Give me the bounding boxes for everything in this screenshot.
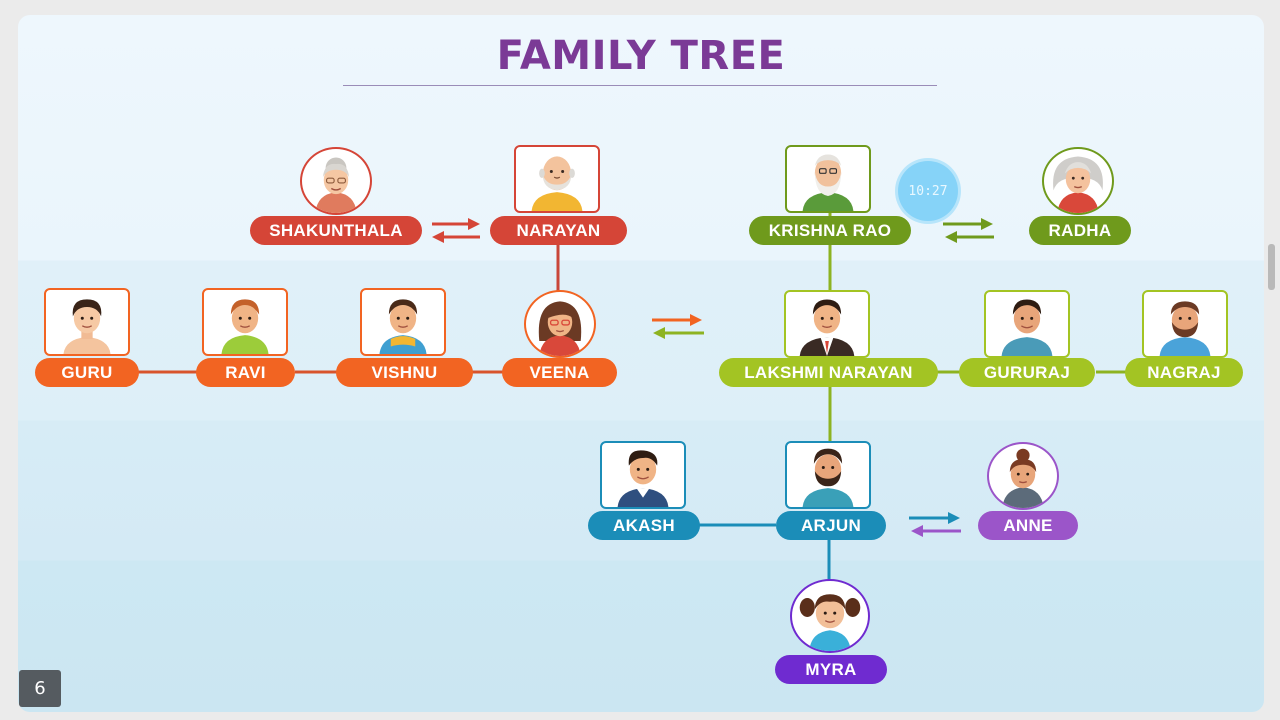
person-name-guru: GURU <box>35 358 139 387</box>
lakshmi-narayan-portrait <box>784 290 870 358</box>
grandmother-avatar-icon <box>315 157 357 213</box>
young-man-avatar-icon <box>617 450 669 507</box>
person-name-ravi: RAVI <box>196 358 295 387</box>
person-name-nagraj: NAGRAJ <box>1125 358 1243 387</box>
bearded-man-avatar-icon <box>802 448 854 507</box>
bald-grandfather-avatar-icon <box>531 156 583 211</box>
anne-portrait <box>987 442 1059 510</box>
radha-portrait <box>1042 147 1114 215</box>
page-number-badge[interactable]: 6 <box>19 670 61 707</box>
veena-portrait <box>524 290 596 358</box>
shakunthala-portrait <box>300 147 372 215</box>
person-name-arjun: ARJUN <box>776 511 886 540</box>
person-name-myra: MYRA <box>775 655 887 684</box>
woman-avatar-icon <box>1002 448 1044 508</box>
ravi-portrait <box>202 288 288 356</box>
person-name-anne: ANNE <box>978 511 1078 540</box>
girl-with-pigtails-avatar-icon <box>799 594 861 651</box>
nagraj-portrait <box>1142 290 1228 358</box>
marriage-arrows-veena-lakshmi <box>652 314 704 339</box>
woman-with-glasses-avatar-icon <box>538 301 582 356</box>
scrollbar-thumb[interactable] <box>1268 244 1275 290</box>
man-avatar-icon <box>63 299 111 354</box>
man-in-suit-avatar-icon <box>799 299 855 356</box>
guru-portrait <box>44 288 130 356</box>
akash-portrait <box>600 441 686 509</box>
person-name-vishnu: VISHNU <box>336 358 473 387</box>
myra-portrait <box>790 579 870 653</box>
tree-connectors <box>136 213 1126 580</box>
man-avatar-icon <box>221 299 269 354</box>
bearded-man-avatar-icon <box>1159 301 1211 356</box>
person-name-radha: RADHA <box>1029 216 1131 245</box>
family-tree-slide: FAMILY TREE <box>18 15 1264 712</box>
clock-badge: 10:27 <box>898 161 958 221</box>
vishnu-portrait <box>360 288 446 356</box>
marriage-arrows-arjun-anne <box>909 512 961 537</box>
gururaj-portrait <box>984 290 1070 358</box>
krishna-rao-portrait <box>785 145 871 213</box>
slide-title: FAMILY TREE <box>496 33 786 79</box>
arjun-portrait <box>785 441 871 509</box>
bearded-grandfather-avatar-icon <box>802 154 854 211</box>
person-name-veena: VEENA <box>502 358 617 387</box>
man-avatar-icon <box>1001 299 1053 356</box>
grey-haired-grandmother-avatar-icon <box>1053 156 1103 213</box>
person-name-akash: AKASH <box>588 511 700 540</box>
person-name-shakunthala: SHAKUNTHALA <box>250 216 422 245</box>
person-name-narayan: NARAYAN <box>490 216 627 245</box>
person-name-lakshmi-narayan: LAKSHMI NARAYAN <box>719 358 938 387</box>
narayan-portrait <box>514 145 600 213</box>
marriage-arrows-shakunthala-narayan <box>432 218 480 243</box>
man-avatar-icon <box>379 299 427 354</box>
title-divider <box>343 85 937 86</box>
marriage-arrows-krishna-radha <box>943 218 994 243</box>
scrollbar-track[interactable] <box>1268 15 1276 712</box>
person-name-krishna-rao: KRISHNA RAO <box>749 216 911 245</box>
person-name-gururaj: GURURAJ <box>959 358 1095 387</box>
